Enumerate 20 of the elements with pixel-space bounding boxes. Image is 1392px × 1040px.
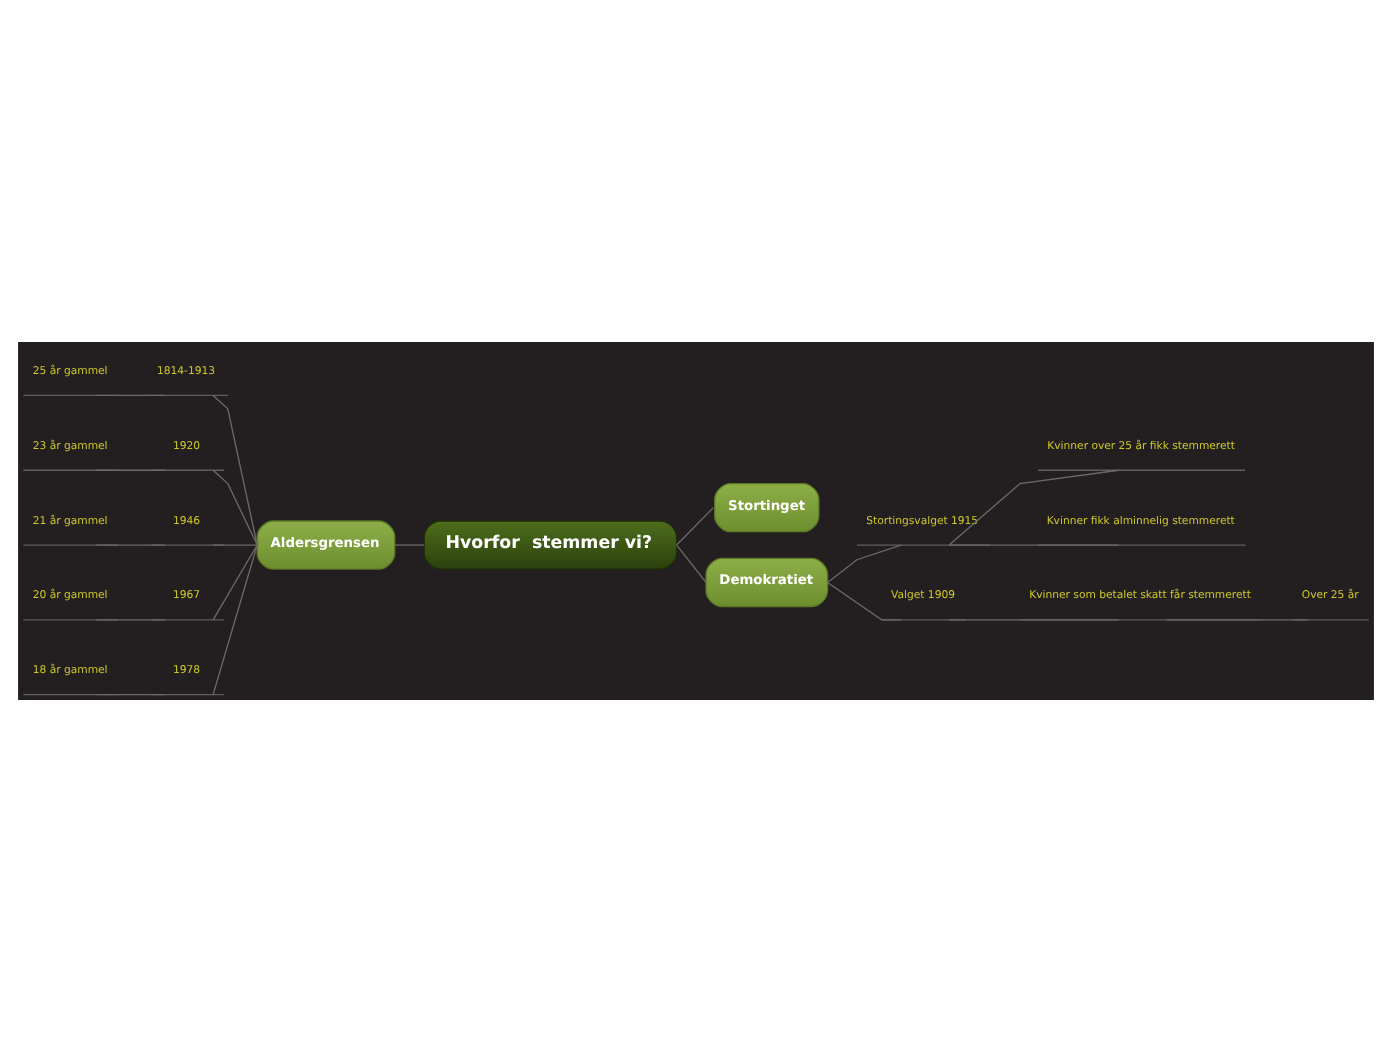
connector <box>948 618 1120 620</box>
connector <box>212 543 258 620</box>
connector <box>95 618 166 620</box>
connector <box>394 543 425 545</box>
connector <box>948 543 1120 545</box>
connector <box>212 393 258 545</box>
connector <box>675 543 707 583</box>
connector <box>95 468 166 470</box>
connector <box>826 580 902 620</box>
connector <box>95 693 166 695</box>
connector <box>212 468 258 545</box>
connector <box>1166 618 1309 620</box>
connector <box>675 505 715 545</box>
node-box: Hvorfor stemmer vi? <box>423 519 678 569</box>
connector <box>948 468 1120 545</box>
connector <box>212 543 258 695</box>
connector <box>212 543 258 545</box>
connector <box>95 543 166 545</box>
connector <box>826 543 902 583</box>
connector <box>95 393 166 396</box>
